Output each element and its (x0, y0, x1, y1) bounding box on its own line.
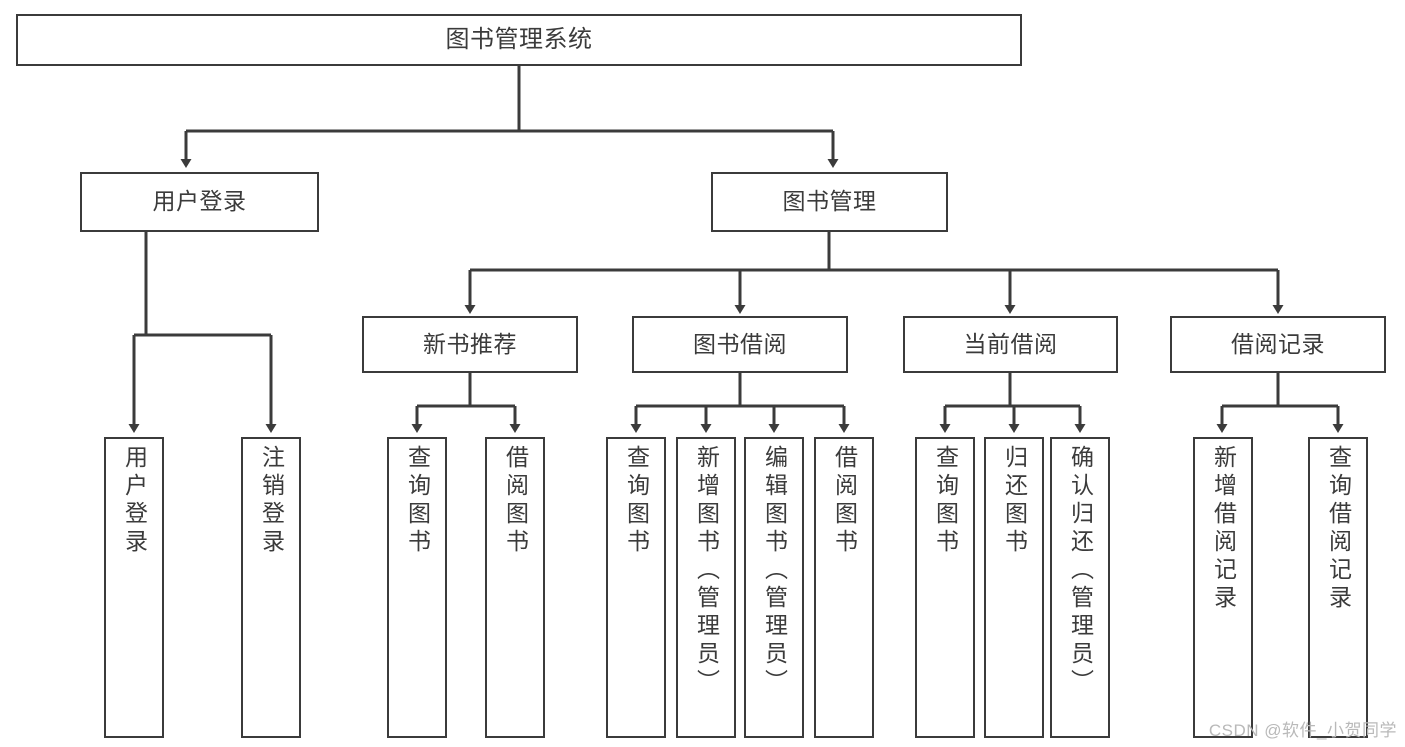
node-label: 新增图书（管理员） (693, 445, 720, 697)
node-borrow-record[interactable]: 借阅记录 (1170, 316, 1386, 373)
node-book-management[interactable]: 图书管理 (711, 172, 948, 232)
node-label: 注销登录 (258, 445, 285, 557)
node-label: 查询图书 (623, 445, 650, 557)
node-label: 编辑图书（管理员） (761, 445, 788, 697)
leaf-user-login[interactable]: 用户登录 (104, 437, 164, 738)
leaf-user-logout[interactable]: 注销登录 (241, 437, 301, 738)
node-user-login[interactable]: 用户登录 (80, 172, 319, 232)
leaf-search-book-current[interactable]: 查询图书 (915, 437, 975, 738)
leaf-search-book-new[interactable]: 查询图书 (387, 437, 447, 738)
node-label: 用户登录 (152, 188, 247, 215)
leaf-add-book-admin[interactable]: 新增图书（管理员） (676, 437, 736, 738)
node-new-book-recommend[interactable]: 新书推荐 (362, 316, 578, 373)
node-current-borrow[interactable]: 当前借阅 (903, 316, 1118, 373)
node-label: 查询借阅记录 (1325, 445, 1352, 613)
leaf-edit-book-admin[interactable]: 编辑图书（管理员） (744, 437, 804, 738)
leaf-return-book[interactable]: 归还图书 (984, 437, 1044, 738)
node-label: 新书推荐 (423, 330, 517, 357)
leaf-add-borrow-record[interactable]: 新增借阅记录 (1193, 437, 1253, 738)
leaf-borrow-book-new[interactable]: 借阅图书 (485, 437, 545, 738)
node-root-system[interactable]: 图书管理系统 (16, 14, 1022, 66)
leaf-search-book-borrow[interactable]: 查询图书 (606, 437, 666, 738)
node-label: 图书管理 (782, 188, 877, 215)
node-label: 查询图书 (404, 445, 431, 557)
watermark: CSDN @软件_小贺同学 (1208, 721, 1397, 740)
node-label: 确认归还（管理员） (1067, 445, 1094, 697)
leaf-search-borrow-record[interactable]: 查询借阅记录 (1308, 437, 1368, 738)
leaf-borrow-book[interactable]: 借阅图书 (814, 437, 874, 738)
node-label: 查询图书 (932, 445, 959, 557)
node-label: 归还图书 (1001, 445, 1028, 557)
node-book-borrow[interactable]: 图书借阅 (632, 316, 848, 373)
node-label: 借阅记录 (1231, 330, 1325, 357)
node-label: 借阅图书 (831, 445, 858, 557)
node-label: 当前借阅 (963, 330, 1058, 357)
leaf-confirm-return-admin[interactable]: 确认归还（管理员） (1050, 437, 1110, 738)
node-label: 借阅图书 (502, 445, 529, 557)
node-label: 图书管理系统 (445, 25, 593, 53)
node-label: 图书借阅 (693, 330, 787, 357)
node-label: 用户登录 (121, 445, 148, 557)
node-label: 新增借阅记录 (1210, 445, 1237, 613)
